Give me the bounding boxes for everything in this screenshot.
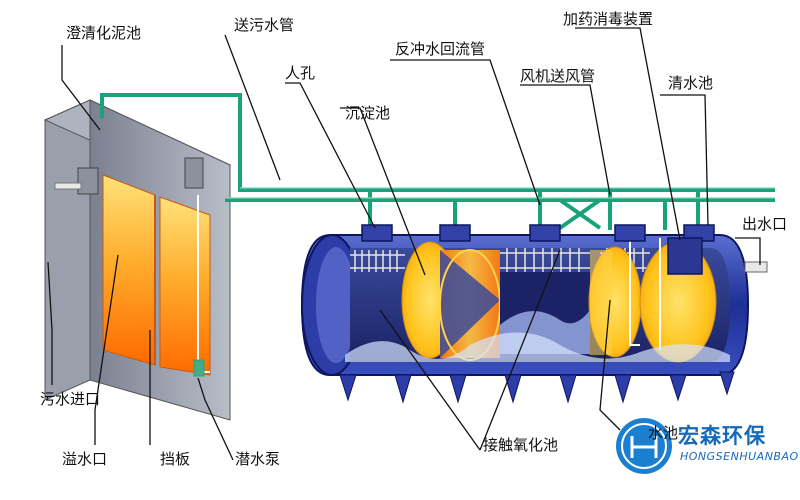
label-backwash-return-pipe: 反冲水回流管 [395, 40, 486, 58]
cylinder-tank [300, 224, 768, 404]
brand-subtitle: HONGSENHUANBAO [680, 450, 799, 463]
brand-block: 宏森环保 HONGSENHUANBAO [612, 414, 799, 476]
label-contact-oxidation-tank: 接触氧化池 [483, 436, 559, 454]
label-submersible-pump: 潜水泵 [235, 450, 281, 468]
brand-name: 宏森环保 [678, 424, 766, 448]
label-water-outlet: 出水口 [742, 215, 788, 233]
label-overflow-port: 溢水口 [62, 450, 108, 468]
label-blower-air-pipe: 风机送风管 [520, 67, 596, 85]
label-manhole: 人孔 [285, 64, 316, 82]
label-partial-tank: 水池 [648, 424, 679, 442]
label-clear-water-tank: 清水池 [668, 74, 714, 92]
label-sewage-inlet: 污水进口 [40, 390, 101, 408]
brand-logo-mark [616, 418, 672, 474]
settling-box-tank [43, 99, 232, 421]
label-sedimentation-tank: 沉淀池 [345, 104, 391, 122]
label-clarify-sludge-tank: 澄清化泥池 [66, 24, 142, 42]
leader-lines [47, 27, 761, 461]
label-sewage-pipe: 送污水管 [234, 16, 295, 34]
pipes [100, 93, 775, 232]
label-dosing-disinfection: 加药消毒装置 [563, 10, 654, 28]
label-baffle: 挡板 [160, 450, 191, 468]
